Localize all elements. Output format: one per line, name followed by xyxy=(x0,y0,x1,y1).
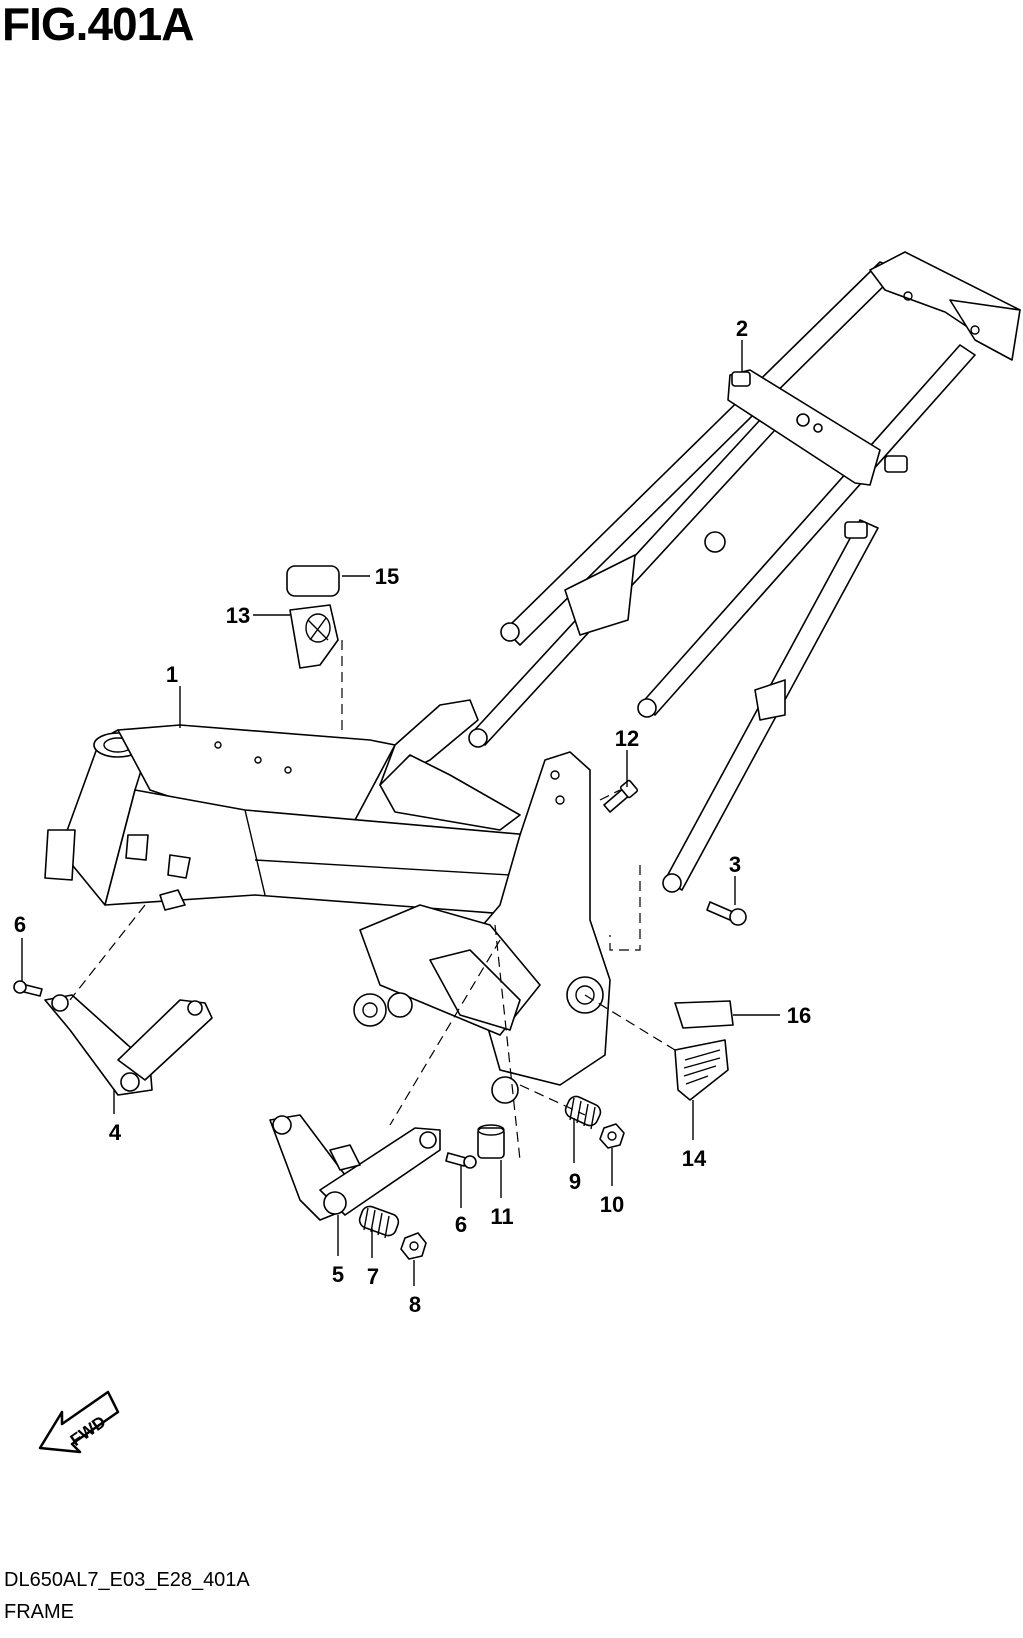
cushion-part-13[interactable] xyxy=(289,604,339,669)
rear-subframe[interactable] xyxy=(468,251,1021,893)
callout-8: 8 xyxy=(409,1292,421,1317)
assembly-lines xyxy=(69,640,676,1161)
bolt-part-6a[interactable] xyxy=(13,980,43,997)
callout-7: 7 xyxy=(367,1264,379,1289)
callout-10: 10 xyxy=(600,1192,624,1217)
bolt-part-6b[interactable] xyxy=(445,1152,477,1169)
nut-part-10[interactable] xyxy=(599,1123,625,1149)
callout-9: 9 xyxy=(569,1169,581,1194)
figure-name: FRAME xyxy=(4,1601,74,1623)
callout-1: 1 xyxy=(166,662,178,687)
bolt-part-3[interactable] xyxy=(706,901,747,926)
callout-11: 11 xyxy=(490,1204,513,1229)
front-bracket-part-4[interactable] xyxy=(44,994,213,1096)
callout-2: 2 xyxy=(736,316,748,341)
bolt-part-12[interactable] xyxy=(603,779,639,813)
reflector-part-14[interactable] xyxy=(674,1039,729,1101)
callout-6-left: 6 xyxy=(14,912,26,937)
callout-16: 16 xyxy=(787,1003,811,1028)
engine-bracket-part-5[interactable] xyxy=(269,1114,441,1221)
leader-lines xyxy=(21,340,780,1286)
callout-4: 4 xyxy=(109,1120,122,1145)
callout-5: 5 xyxy=(332,1262,344,1287)
callouts: 1 2 3 4 5 6 6 7 8 9 10 11 12 13 14 15 16 xyxy=(14,316,811,1317)
main-frame[interactable] xyxy=(44,699,611,1104)
callout-13: 13 xyxy=(226,603,250,628)
label-pad-part-16[interactable] xyxy=(674,1000,734,1029)
callout-6-center: 6 xyxy=(455,1212,467,1237)
callout-3: 3 xyxy=(729,852,741,877)
nut-part-8[interactable] xyxy=(400,1232,427,1260)
figure-title: FIG.401A xyxy=(2,0,194,50)
spring-collar-part-9[interactable] xyxy=(563,1094,603,1130)
callout-15: 15 xyxy=(375,564,399,589)
spacer-part-11[interactable] xyxy=(477,1124,505,1159)
callout-14: 14 xyxy=(682,1146,707,1171)
spring-collar-part-7[interactable] xyxy=(357,1204,400,1239)
figure-code: DL650AL7_E03_E28_401A xyxy=(4,1569,250,1591)
fwd-arrow-icon: FWD xyxy=(38,1390,120,1454)
callout-12: 12 xyxy=(615,726,639,751)
label-pad-part-15[interactable] xyxy=(286,565,340,597)
